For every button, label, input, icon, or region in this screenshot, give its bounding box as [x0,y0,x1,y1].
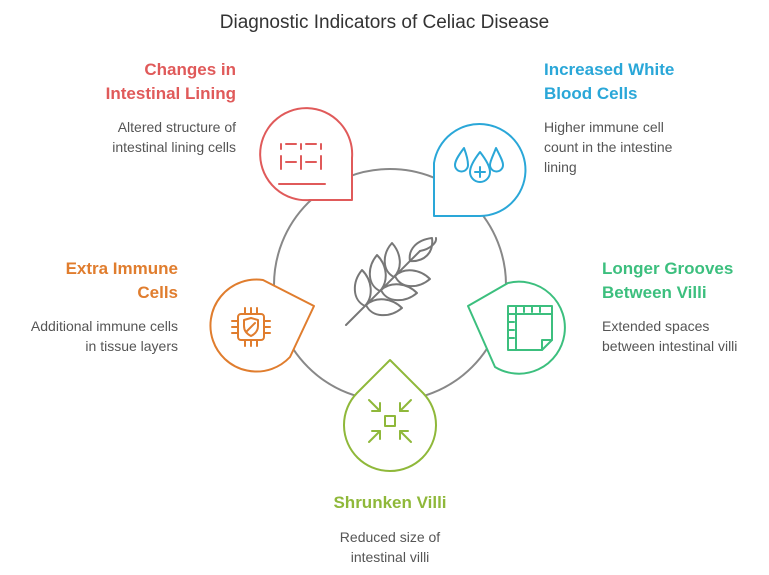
node-longer-grooves-between-villi [467,280,566,375]
item-title-increased-white-blood-cells: Increased White Blood Cells [544,60,675,103]
item-description-longer-grooves-between-villi: Extended spaces between intestinal villi [602,318,738,354]
item-title-shrunken-villi: Shrunken Villi [333,493,447,512]
wheat-icon [345,237,438,326]
item-title-longer-grooves-between-villi: Longer Grooves Between Villi [602,259,734,302]
node-extra-immune-cells [209,278,315,373]
node-changes-in-intestinal-lining [259,107,354,202]
ruler-sheet-icon [507,305,553,351]
node-increased-white-blood-cells [433,123,527,217]
node-shrunken-villi [343,359,437,472]
item-title-changes-in-intestinal-lining: Changes in Intestinal Lining [105,60,236,103]
shrink-arrows-icon [368,399,412,443]
grid-lines-icon [278,143,326,185]
item-description-changes-in-intestinal-lining: Altered structure of intestinal lining c… [112,119,236,155]
item-description-increased-white-blood-cells: Higher immune cell count in the intestin… [544,119,673,175]
blood-drops-icon [454,147,504,183]
shield-chip-icon [231,307,271,347]
item-title-extra-immune-cells: Extra Immune Cells [65,259,178,302]
item-description-extra-immune-cells: Additional immune cells in tissue layers [30,318,178,354]
item-description-shrunken-villi: Reduced size of intestinal villi [339,529,441,565]
diagram-title: Diagnostic Indicators of Celiac Disease [219,12,550,33]
